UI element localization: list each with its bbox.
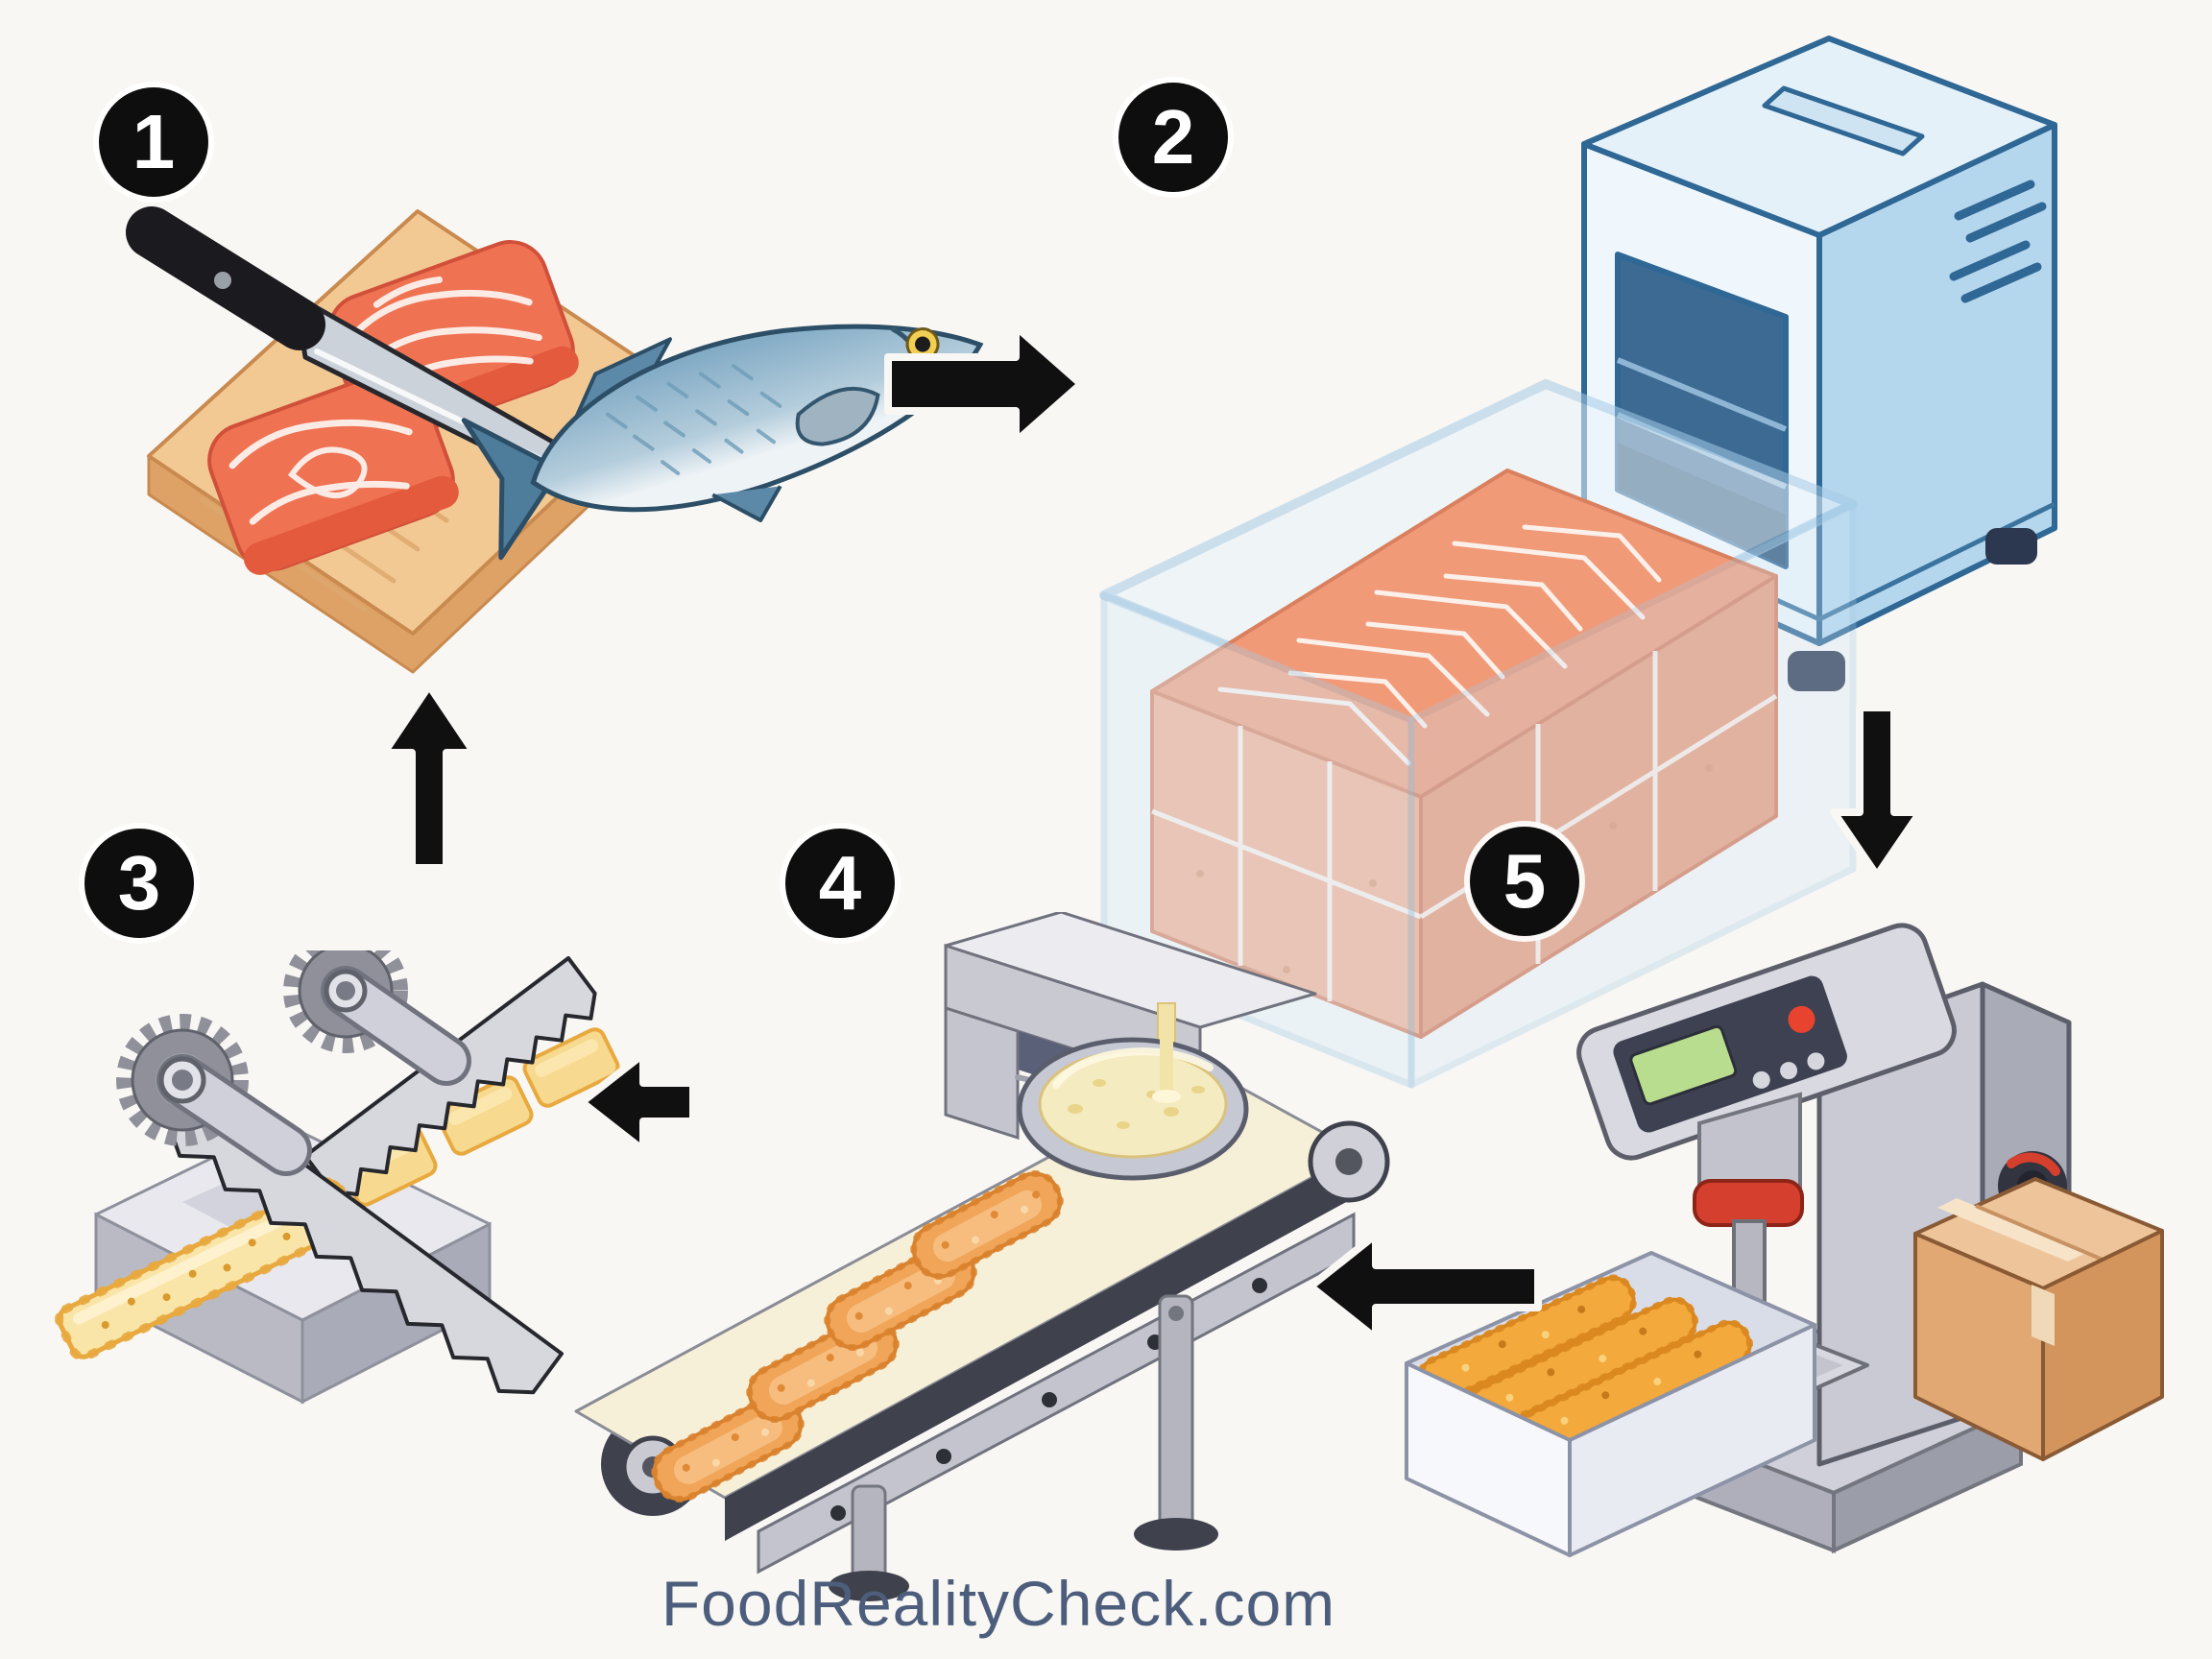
step5-illustration <box>1405 923 2164 1557</box>
step-badge-1: 1 <box>99 87 208 197</box>
arrow-step2-to-step5 <box>1830 704 1924 879</box>
arrow-step5-to-step4 <box>1307 1231 1542 1342</box>
fish-icon <box>461 324 984 561</box>
batter-bowl-icon <box>1017 1027 1249 1181</box>
step-badge-4: 4 <box>785 829 895 938</box>
arrow-step3-to-step1 <box>380 682 478 872</box>
fish-stick-tray-box-icon <box>1405 1251 1816 1557</box>
step4-illustration <box>574 912 1390 1601</box>
step1-illustration <box>126 206 984 674</box>
step3-illustration <box>55 950 620 1405</box>
gear-saw-icon <box>116 1014 312 1176</box>
frozen-stick-icon <box>55 1177 358 1361</box>
step2-illustration <box>1099 36 2057 1089</box>
gear-saw-icon <box>283 950 471 1086</box>
breaded-fish-sticks-icon <box>651 1169 1064 1503</box>
watermark-text: FoodRealityCheck.com <box>661 1568 1336 1639</box>
lcd-screen-icon <box>1629 1024 1738 1106</box>
control-panel-icon <box>1576 923 1957 1161</box>
step-badge-2: 2 <box>1118 83 1228 192</box>
step-badge-3: 3 <box>84 829 194 938</box>
cardboard-box-icon <box>1913 1177 2164 1461</box>
red-button-icon <box>1788 1005 1815 1033</box>
salmon-fillet-icon <box>207 370 459 575</box>
step-badge-5: 5 <box>1470 827 1579 936</box>
arrow-step1-to-step2 <box>884 323 1085 445</box>
arrow-step4-to-step3 <box>578 1050 697 1154</box>
press-ram-icon <box>1693 1092 1804 1340</box>
